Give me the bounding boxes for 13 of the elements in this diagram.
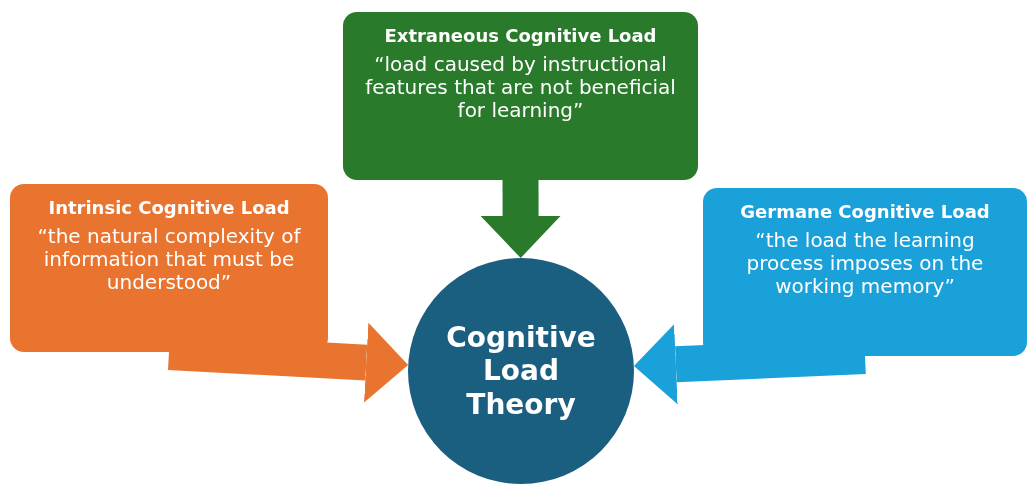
center-title: Cognitive Load Theory (445, 320, 597, 422)
definition-quote: “load caused by instructional features that are not beneficial for learning” (364, 52, 677, 122)
definition-quote: “the load the learning process imposes on the working memory” (745, 228, 985, 298)
card-title: Germane Cognitive Load (739, 202, 991, 223)
card-title: Intrinsic Cognitive Load (47, 198, 291, 219)
block-arrow (168, 322, 409, 403)
block-arrow (633, 324, 866, 405)
load-card (10, 184, 328, 352)
definition-quote: “the natural complexity of information that must be understood” (36, 224, 302, 294)
card-title: Extraneous Cognitive Load (383, 26, 658, 47)
block-arrow (480, 179, 561, 258)
load-card (703, 188, 1027, 356)
load-card (343, 12, 698, 180)
